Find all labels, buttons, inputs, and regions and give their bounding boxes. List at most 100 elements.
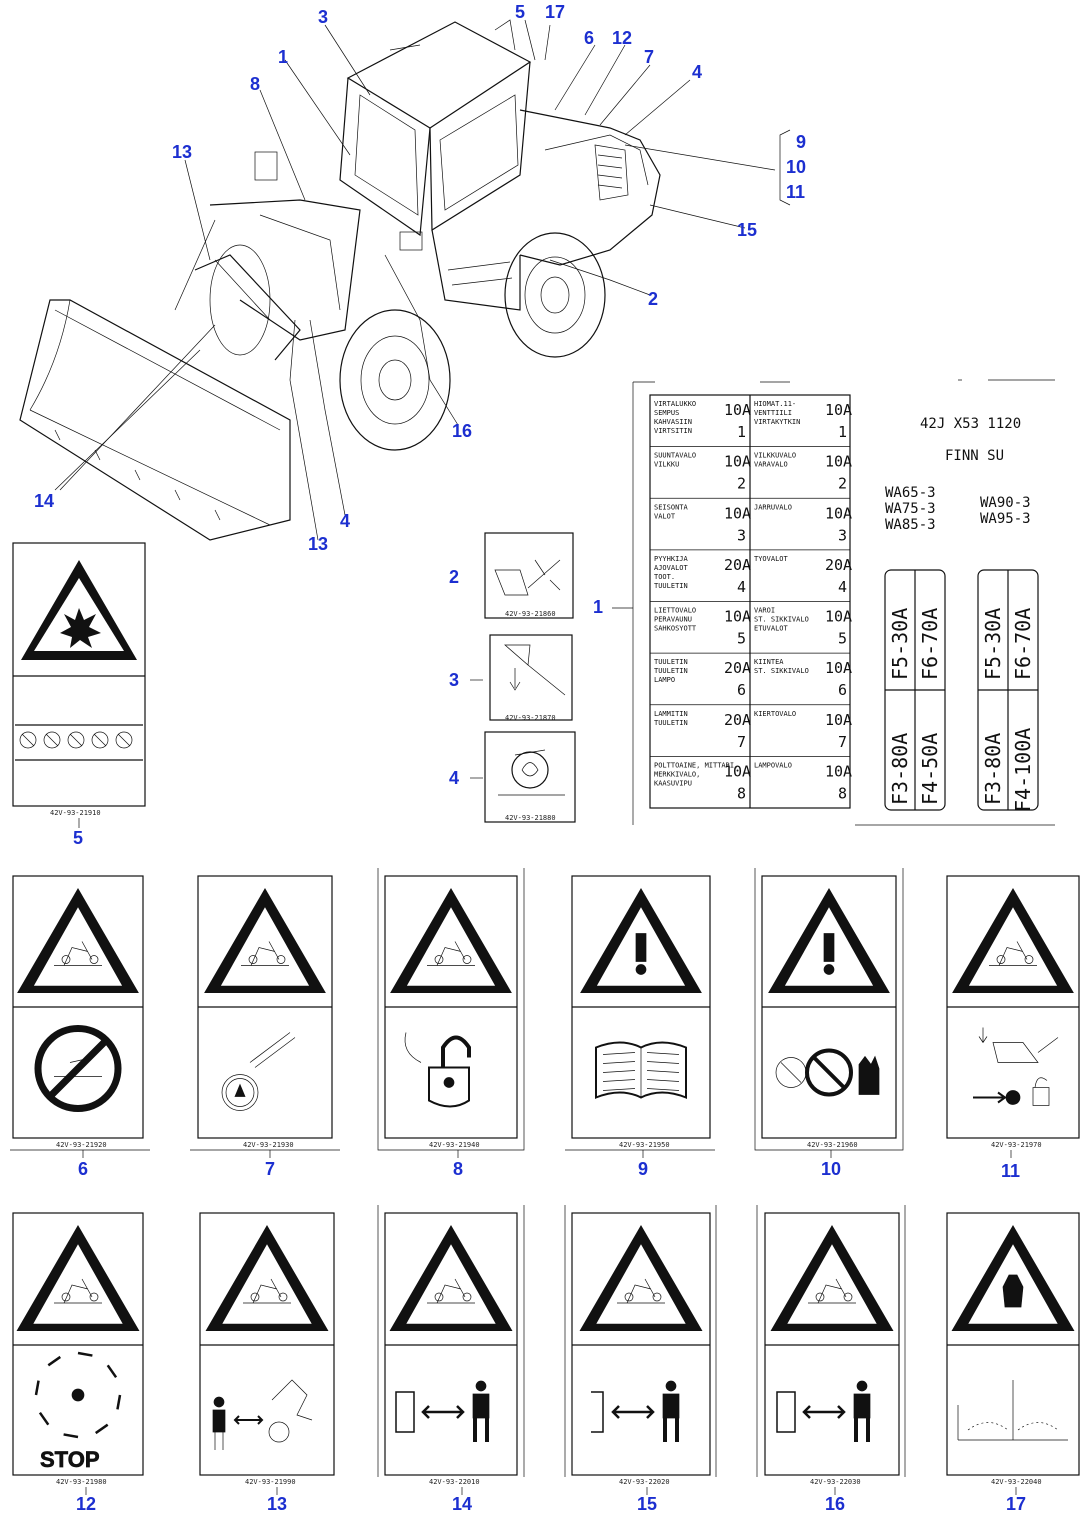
callout-14-top: 14 xyxy=(34,491,54,511)
callout-3: 3 xyxy=(318,7,328,27)
fuse-rating: F3-80A xyxy=(981,733,1005,805)
svg-text:10A: 10A xyxy=(724,453,751,471)
svg-text:ETUVALOT: ETUVALOT xyxy=(754,625,789,633)
variant-label: FINN SU xyxy=(945,448,1004,464)
svg-text:10A: 10A xyxy=(825,453,852,471)
callout-14: 14 xyxy=(452,1494,472,1514)
callout-15-top: 15 xyxy=(737,220,757,240)
svg-text:VILKKU: VILKKU xyxy=(654,461,679,469)
svg-text:LIETTOVALO: LIETTOVALO xyxy=(654,607,696,615)
label-3: 3 42V-93-21870 xyxy=(449,634,573,722)
svg-text:42V-93-21990: 42V-93-21990 xyxy=(245,1478,296,1486)
warning-triangle-icon xyxy=(204,888,326,993)
svg-text:VIRTAKYTKIN: VIRTAKYTKIN xyxy=(754,418,800,426)
callout-3: 3 xyxy=(449,670,459,690)
fuse-table-row: POLTTOAINE, MITTARI,MERKKIVALO,KAASUVIPU… xyxy=(654,761,852,802)
callout-11: 11 xyxy=(786,182,805,202)
svg-text:LAMMITIN: LAMMITIN xyxy=(654,710,688,718)
lock-frame-icon xyxy=(973,1027,1059,1106)
callout-13-top: 13 xyxy=(172,142,192,162)
svg-text:10A: 10A xyxy=(724,504,751,522)
warning-triangle-icon xyxy=(951,1225,1075,1331)
callout-8: 8 xyxy=(453,1159,463,1179)
svg-text:TUULETIN: TUULETIN xyxy=(654,582,688,590)
svg-text:10A: 10A xyxy=(825,608,852,626)
warning-triangle-icon xyxy=(952,888,1074,993)
svg-text:VARAVALO: VARAVALO xyxy=(754,461,788,469)
svg-text:JARRUVALO: JARRUVALO xyxy=(754,503,792,511)
svg-text:TYOVALOT: TYOVALOT xyxy=(754,555,789,563)
svg-text:10A: 10A xyxy=(724,762,751,780)
svg-text:10A: 10A xyxy=(825,711,852,729)
warning-triangle-icon xyxy=(580,888,702,993)
svg-text:42V-93-22030: 42V-93-22030 xyxy=(810,1478,861,1486)
keep-distance-icon xyxy=(776,1380,871,1442)
svg-text:10A: 10A xyxy=(724,401,751,419)
label-5: 42V-93-21910 5 xyxy=(12,542,146,848)
svg-text:42V-93-21960: 42V-93-21960 xyxy=(807,1141,858,1149)
svg-text:VIRTSITIN: VIRTSITIN xyxy=(654,427,692,435)
svg-text:42V-93-21920: 42V-93-21920 xyxy=(56,1141,107,1149)
fuse-rating: F5-30A xyxy=(981,608,1005,680)
svg-text:1: 1 xyxy=(737,423,746,441)
svg-text:HIOMAT.11-: HIOMAT.11- xyxy=(754,400,796,408)
svg-text:POLTTOAINE, MITTARI,: POLTTOAINE, MITTARI, xyxy=(654,761,738,769)
stop-hand-icon xyxy=(957,1380,1068,1441)
svg-text:42V-93-21880: 42V-93-21880 xyxy=(505,814,556,822)
fuse-rating: F6-70A xyxy=(1011,608,1035,680)
callout-7: 7 xyxy=(644,47,654,67)
svg-text:TUULETIN: TUULETIN xyxy=(654,667,688,675)
svg-text:WA65-3: WA65-3 xyxy=(885,485,936,501)
svg-text:42V-93-21870: 42V-93-21870 xyxy=(505,714,556,722)
svg-text:WA90-3: WA90-3 xyxy=(980,495,1031,511)
svg-text:TUULETIN: TUULETIN xyxy=(654,658,688,666)
callout-9: 9 xyxy=(796,132,806,152)
callout-12: 12 xyxy=(76,1494,96,1514)
svg-text:MERKKIVALO,: MERKKIVALO, xyxy=(654,770,700,778)
svg-text:PERAVAUNU: PERAVAUNU xyxy=(654,616,692,624)
svg-text:10A: 10A xyxy=(724,608,751,626)
stop-text: STOP xyxy=(40,1447,100,1472)
svg-text:6: 6 xyxy=(737,681,746,699)
callout-16-top: 16 xyxy=(452,421,472,441)
warning-triangle-icon xyxy=(770,1225,894,1331)
no-touch-icon xyxy=(775,1048,880,1097)
svg-text:2: 2 xyxy=(737,475,746,493)
warning-triangle-icon xyxy=(205,1225,329,1331)
brake-oil-icon xyxy=(221,1032,296,1111)
warning-triangle-icon xyxy=(389,1225,513,1331)
fuse-panel: 42J X53 1120 FINN SU WA65-3 WA75-3 WA85-… xyxy=(855,379,1055,826)
svg-text:42V-93-22010: 42V-93-22010 xyxy=(429,1478,480,1486)
svg-text:8: 8 xyxy=(737,784,746,802)
svg-text:5: 5 xyxy=(737,630,746,648)
leader-lines xyxy=(54,19,776,541)
fuse-rating: F6-70A xyxy=(918,608,942,680)
callout-10: 10 xyxy=(786,157,806,177)
callout-13-bottom: 13 xyxy=(308,534,328,554)
svg-text:SUUNTAVALO: SUUNTAVALO xyxy=(654,452,696,460)
svg-text:LAMPOVALO: LAMPOVALO xyxy=(754,761,792,769)
svg-text:SEMPUS: SEMPUS xyxy=(654,409,679,417)
callout-1: 1 xyxy=(278,47,288,67)
svg-text:7: 7 xyxy=(737,733,746,751)
crush-hazard-icon xyxy=(212,1379,313,1450)
svg-text:20A: 20A xyxy=(724,711,751,729)
hot-surface-warning-icon xyxy=(34,1025,122,1112)
fuse-rating: F4-100A xyxy=(1011,728,1035,812)
svg-text:42V-93-21910: 42V-93-21910 xyxy=(50,809,101,817)
fuse-table-row: LIETTOVALOPERAVAUNUSAHKOSYOTT10A5VAROIST… xyxy=(654,607,852,648)
svg-text:WA95-3: WA95-3 xyxy=(980,511,1031,527)
warning-triangle-icon xyxy=(17,888,139,993)
svg-text:42V-93-21940: 42V-93-21940 xyxy=(429,1141,480,1149)
warning-triangle-icon xyxy=(16,1225,140,1331)
svg-text:PYYHKIJA: PYYHKIJA xyxy=(654,555,689,563)
svg-text:3: 3 xyxy=(838,526,847,544)
